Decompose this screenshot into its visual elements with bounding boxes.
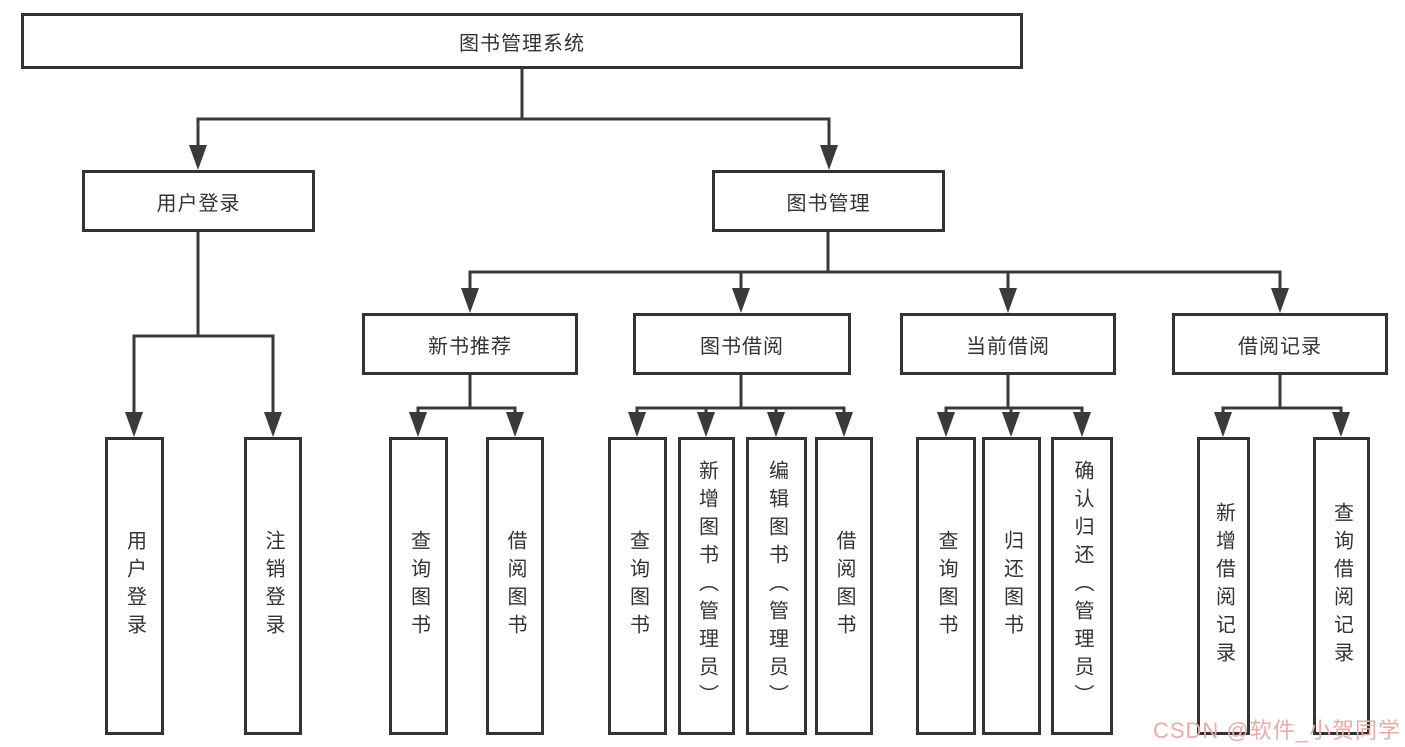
arrow-icon <box>1332 412 1350 437</box>
leaf-user-login: 用户登录 <box>105 437 164 735</box>
leaf-add-books-admin: 新增图书（管理员） <box>678 437 735 735</box>
leaf-borrow-books-recommend: 借阅图书 <box>486 437 544 735</box>
node-user-login-group: 用户登录 <box>82 170 315 232</box>
connector-borrow-records-to-leaves <box>1221 373 1343 420</box>
arrow-icon <box>1214 412 1232 437</box>
arrowheads <box>125 145 1350 437</box>
leaf-query-books-recommend: 查询图书 <box>389 437 448 735</box>
arrow-icon <box>999 288 1017 313</box>
arrow-icon <box>767 412 785 437</box>
arrow-icon <box>697 412 715 437</box>
arrow-icon <box>835 412 853 437</box>
connector-new-book-recommend-to-leaves <box>416 373 517 420</box>
arrow-icon <box>189 145 207 170</box>
node-root-system: 图书管理系统 <box>21 13 1023 69</box>
node-current-borrow: 当前借阅 <box>900 313 1116 375</box>
leaf-edit-books-admin: 编辑图书（管理员） <box>746 437 807 735</box>
arrow-icon <box>506 412 524 437</box>
arrow-icon <box>461 288 479 313</box>
arrow-icon <box>409 412 427 437</box>
connector-user-login-to-leaves <box>132 230 275 420</box>
arrow-icon <box>820 145 838 170</box>
node-new-book-recommend: 新书推荐 <box>362 313 578 375</box>
arrow-icon <box>125 412 143 437</box>
connector-current-borrow-to-leaves <box>944 373 1084 420</box>
leaf-borrow-books: 借阅图书 <box>815 437 873 735</box>
arrow-icon <box>264 412 282 437</box>
leaf-query-borrow-record: 查询借阅记录 <box>1313 437 1370 735</box>
leaf-return-books: 归还图书 <box>982 437 1041 735</box>
connector-root-to-level2 <box>196 67 831 152</box>
arrow-icon <box>732 288 750 313</box>
arrow-icon <box>628 412 646 437</box>
csdn-watermark: CSDN @软件_小贺同学 <box>1152 718 1401 743</box>
node-borrow-records: 借阅记录 <box>1172 313 1388 375</box>
node-book-management-group: 图书管理 <box>712 170 945 232</box>
arrow-icon <box>1271 288 1289 313</box>
arrow-icon <box>1073 412 1091 437</box>
arrow-icon <box>1002 412 1020 437</box>
leaf-add-borrow-record: 新增借阅记录 <box>1197 437 1250 735</box>
node-book-borrow: 图书借阅 <box>633 313 851 375</box>
leaf-query-books-current: 查询图书 <box>916 437 976 735</box>
leaf-logout: 注销登录 <box>244 437 302 735</box>
arrow-icon <box>937 412 955 437</box>
connector-book-borrow-to-leaves <box>635 373 846 420</box>
leaf-confirm-return-admin: 确认归还（管理员） <box>1051 437 1113 735</box>
connector-book-management-to-level3 <box>468 230 1282 296</box>
leaf-query-books-borrow: 查询图书 <box>608 437 667 735</box>
